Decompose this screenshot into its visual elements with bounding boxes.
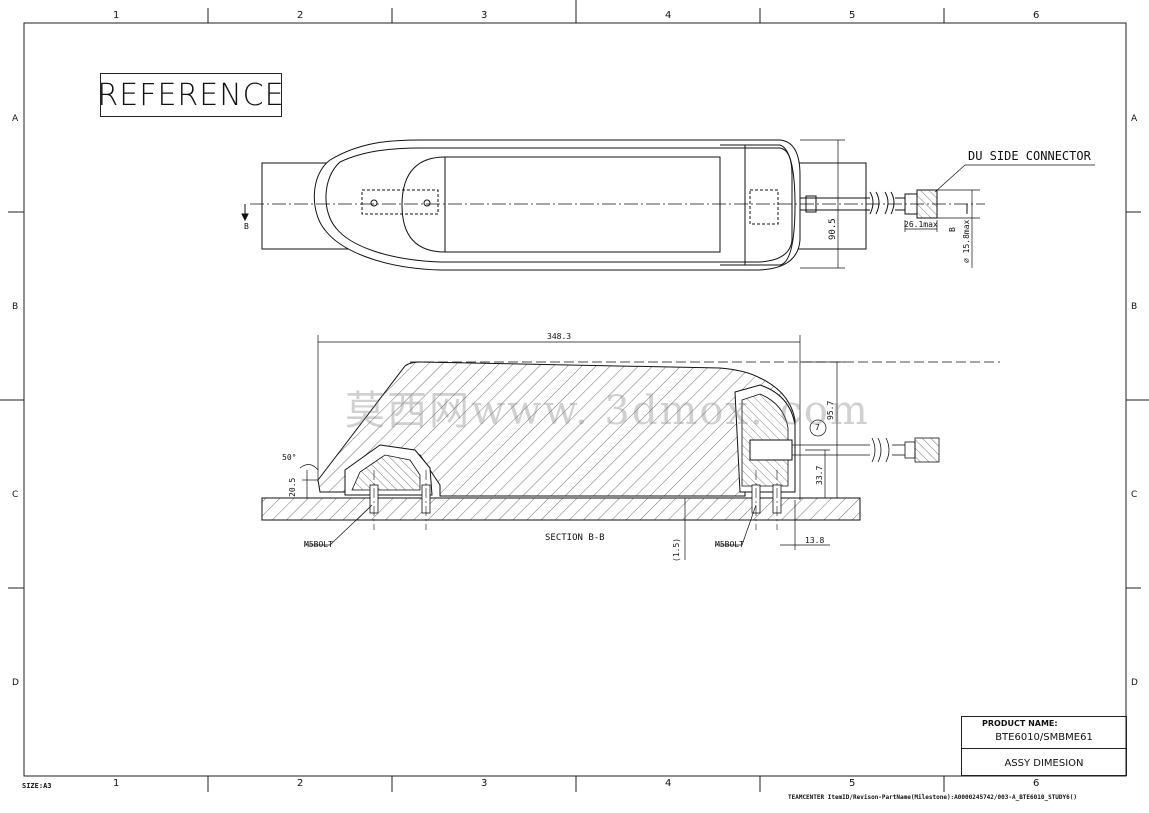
du-side-connector-label: DU SIDE CONNECTOR xyxy=(968,149,1091,163)
section-label: SECTION B-B xyxy=(545,533,605,543)
zone-col-3-bottom: 3 xyxy=(481,778,488,789)
dim-connector-marker: B xyxy=(948,227,957,232)
zone-col-6-bottom: 6 xyxy=(1033,778,1040,789)
zone-col-2-bottom: 2 xyxy=(297,778,304,789)
zone-col-1-bottom: 1 xyxy=(113,778,120,789)
dim-height-90-5: 90.5 xyxy=(828,218,838,240)
zone-col-5-top: 5 xyxy=(849,10,856,21)
zone-col-6-top: 6 xyxy=(1033,10,1040,21)
zone-row-c-left: C xyxy=(12,490,19,500)
zone-col-4-top: 4 xyxy=(665,10,672,21)
drawing-title: ASSY DIMESION xyxy=(1004,758,1084,769)
dim-gap-1-5: (1.5) xyxy=(672,537,681,562)
zone-row-c-right: C xyxy=(1131,490,1138,500)
product-name-label: PRODUCT NAME: xyxy=(982,719,1058,728)
dim-connector-7: 7 xyxy=(815,423,820,432)
zone-row-d-left: D xyxy=(12,678,19,688)
zone-col-1-top: 1 xyxy=(113,10,120,21)
zone-col-3-top: 3 xyxy=(481,10,488,21)
dim-connector-height: 33.7 xyxy=(815,465,824,485)
title-block-product-row: PRODUCT NAME: BTE6010/SMBME61 xyxy=(962,717,1126,749)
zone-row-b-right: B xyxy=(1131,302,1138,312)
dim-offset-13-8: 13.8 xyxy=(805,536,825,545)
sheet-size-label: SIZE:A3 xyxy=(22,782,52,790)
dim-connector-diameter: ⌀ 15.8max xyxy=(962,219,971,263)
zone-row-a-right: A xyxy=(1131,114,1138,124)
dim-angle-50: 50° xyxy=(282,453,297,462)
zone-row-a-left: A xyxy=(12,114,19,124)
section-marker-left: B xyxy=(244,222,249,231)
zone-row-b-left: B xyxy=(12,302,19,312)
reference-label: REFERENCE xyxy=(97,73,284,117)
bolt-label-left: M5BOLT xyxy=(304,540,333,549)
dim-length-348-3: 348.3 xyxy=(547,332,572,341)
zone-col-5-bottom: 5 xyxy=(849,778,856,789)
zone-row-d-right: D xyxy=(1131,678,1138,688)
bolt-label-right: M5BOLT xyxy=(715,540,744,549)
title-block: PRODUCT NAME: BTE6010/SMBME61 ASSY DIMES… xyxy=(961,716,1127,776)
zone-col-4-bottom: 4 xyxy=(665,778,672,789)
product-name-value: BTE6010/SMBME61 xyxy=(995,732,1093,743)
watermark: 莫西网www. 3dmox. com xyxy=(345,388,870,434)
zone-col-2-top: 2 xyxy=(297,10,304,21)
dim-left-height: 20.5 xyxy=(288,477,297,497)
footer-path: TEAMCENTER ItemID/Revison-PartName(Miles… xyxy=(788,794,1077,801)
dim-connector-length: 26.1max xyxy=(904,220,938,229)
